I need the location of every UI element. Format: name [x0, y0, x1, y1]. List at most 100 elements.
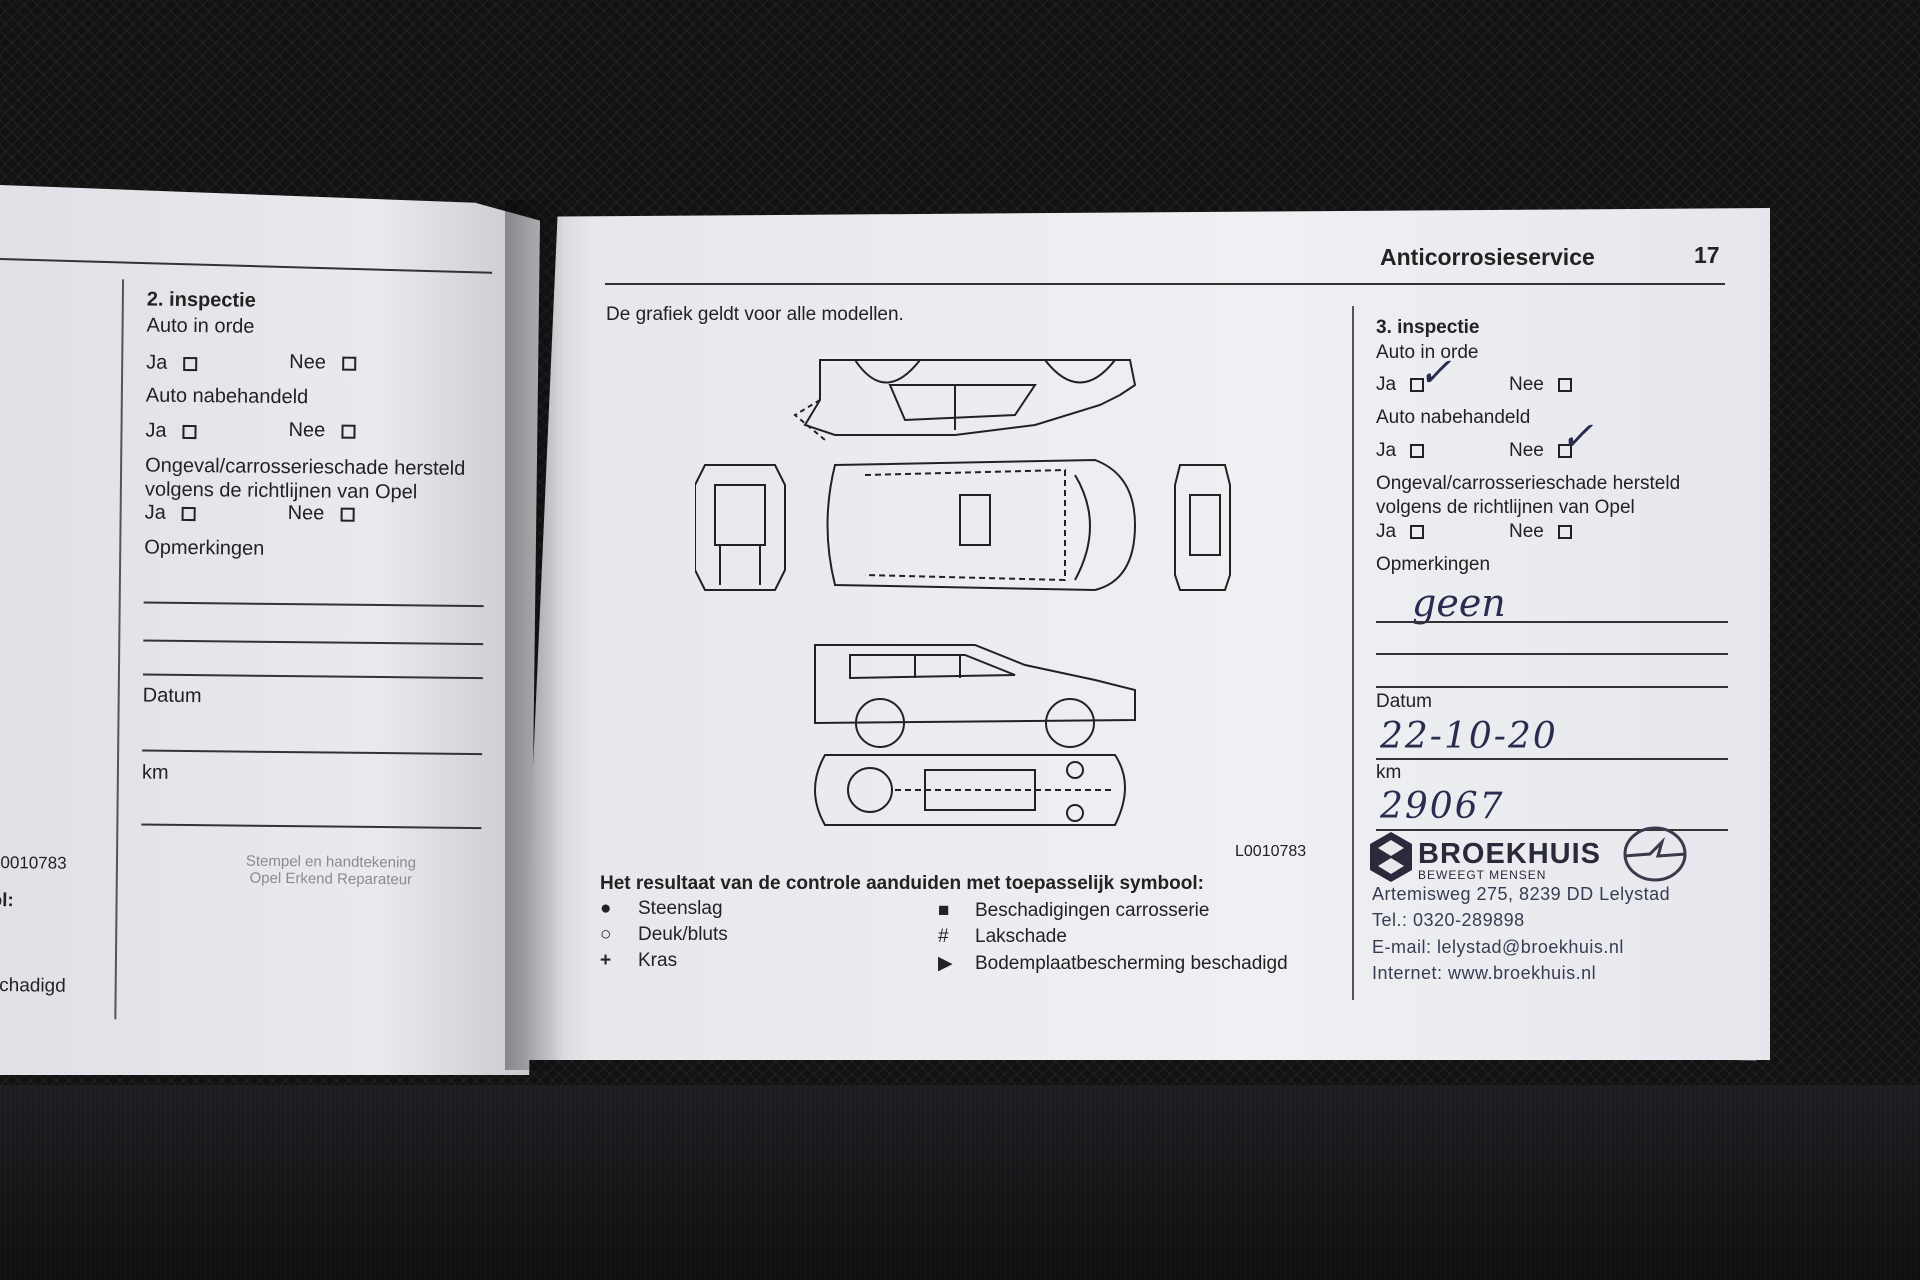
third-date-label: Datum	[1376, 691, 1432, 712]
third-q3-yes[interactable]: Ja	[1376, 521, 1425, 543]
car-damage-diagram	[695, 359, 1231, 826]
checkbox-empty[interactable]	[181, 506, 196, 521]
legend-title: Het resultaat van de controle aanduiden …	[600, 873, 1204, 894]
yes-label: Ja	[1376, 521, 1397, 542]
km-handwritten-value: 29067	[1380, 786, 1505, 827]
handwritten-checkmark-icon: ✓	[1418, 350, 1452, 396]
left-q2-yes[interactable]: Ja	[145, 419, 197, 444]
third-remarks-line-2[interactable]	[1376, 653, 1728, 655]
car-top-view	[826, 458, 1137, 592]
legend-column-1: ●Steenslag ○Deuk/bluts +Kras	[600, 898, 960, 976]
triangle-right-icon: ▶	[938, 953, 953, 974]
legend-item-lakschade: # Lakschade	[938, 926, 1338, 952]
left-km-label: km	[141, 761, 169, 784]
third-remarks-label: Opmerkingen	[1376, 554, 1491, 575]
third-q3-label-1: Ongeval/carrosserieschade hersteld	[1376, 473, 1681, 494]
third-km-line[interactable]	[1376, 829, 1728, 831]
third-remarks-line-1[interactable]	[1376, 621, 1728, 623]
dealer-tel: Tel.: 0320-289898	[1372, 910, 1525, 930]
third-q3-label-2: volgens de richtlijnen van Opel	[1376, 497, 1635, 518]
graphic-note: De grafiek geldt voor alle modellen.	[606, 304, 904, 325]
hash-icon: #	[938, 926, 949, 947]
left-stamp-caption: Stempel en handtekening Opel Erkend Repa…	[201, 852, 461, 889]
third-q2-label: Auto nabehandeld	[1376, 407, 1531, 428]
left-q3-label-1: Ongeval/carrosserieschade hersteld	[145, 454, 466, 480]
third-q1-no[interactable]: Nee	[1509, 374, 1572, 396]
left-q3-yes[interactable]: Ja	[145, 502, 196, 526]
yes-label: Ja	[1376, 440, 1397, 461]
filled-circle-icon: ●	[600, 898, 612, 919]
checkbox-empty[interactable]	[183, 356, 198, 371]
filled-square-icon: ■	[938, 900, 950, 921]
broekhuis-logo-icon	[1370, 832, 1412, 882]
left-fragment-schadigd: schadigd	[0, 974, 66, 997]
opel-logo-icon	[1623, 826, 1687, 882]
checkbox-empty[interactable]	[341, 356, 356, 371]
legend-label: Lakschade	[975, 926, 1067, 947]
left-page	[0, 185, 540, 1075]
yes-label: Ja	[144, 501, 166, 524]
left-fragment-code: L0010783	[0, 852, 67, 873]
checkbox-empty[interactable]	[341, 424, 356, 439]
third-q3-no[interactable]: Nee	[1509, 521, 1572, 543]
right-column-rule	[1352, 306, 1354, 1000]
left-q2-no[interactable]: Nee	[288, 419, 356, 443]
car-underbody-view	[814, 754, 1126, 826]
yes-label: Ja	[146, 351, 168, 374]
car-rear-view	[1174, 464, 1231, 591]
handwritten-checkmark-icon: ✓	[1560, 414, 1594, 460]
left-section-title: 2. inspectie	[146, 288, 256, 312]
dealer-email: E-mail: lelystad@broekhuis.nl	[1372, 937, 1624, 957]
no-label: Nee	[1509, 374, 1544, 395]
yes-label: Ja	[145, 419, 167, 442]
legend-label: Deuk/bluts	[638, 924, 728, 945]
third-section-title: 3. inspectie	[1376, 317, 1480, 338]
third-q2-no[interactable]: Nee	[1509, 440, 1572, 462]
checkbox-empty[interactable]	[182, 424, 197, 439]
checkbox-empty[interactable]	[340, 507, 355, 522]
book-gutter	[505, 200, 565, 1070]
left-page-content: 2. inspectie Auto in orde Ja Nee Auto na…	[0, 0, 1920, 1020]
third-q1-yes[interactable]: Ja	[1376, 374, 1425, 396]
legend-column-2: ■ Beschadigingen carrosserie # Lakschade ▶…	[938, 900, 1338, 978]
checkbox-empty[interactable]	[1557, 377, 1572, 392]
third-km-label: km	[1376, 762, 1402, 783]
dealer-internet: Internet: www.broekhuis.nl	[1372, 963, 1597, 983]
hollow-circle-icon: ○	[600, 924, 612, 945]
stamp-line-2: Opel Erkend Reparateur	[249, 869, 413, 889]
third-q2-yes[interactable]: Ja	[1376, 440, 1425, 462]
remarks-handwritten-value: geen	[1412, 581, 1506, 625]
right-page	[520, 208, 1770, 1060]
no-label: Nee	[1509, 521, 1544, 542]
left-q1-label: Auto in orde	[146, 314, 255, 338]
left-q3-no[interactable]: Nee	[288, 502, 355, 526]
third-remarks-line-3[interactable]	[1376, 686, 1728, 688]
legend-item-steenslag: ● Steenslag	[600, 898, 960, 924]
checkbox-checked[interactable]	[1557, 443, 1572, 458]
car-top-side-view	[793, 359, 1137, 441]
no-label: Nee	[1509, 440, 1544, 461]
dealer-address: Artemisweg 275, 8239 DD Lelystad	[1372, 884, 1671, 904]
left-q1-no[interactable]: Nee	[289, 351, 356, 375]
left-date-label: Datum	[142, 684, 202, 708]
legend-item-deuk: ○ Deuk/bluts	[600, 924, 960, 950]
third-q1-label: Auto in orde	[1376, 342, 1479, 363]
legend-label: Beschadigingen carrosserie	[975, 900, 1210, 921]
no-label: Nee	[289, 351, 327, 374]
header-rule	[605, 283, 1725, 285]
third-date-line[interactable]	[1376, 758, 1728, 760]
legend-item-carrosserie: ■ Beschadigingen carrosserie	[938, 900, 1338, 926]
legend-label: Steenslag	[638, 898, 723, 919]
left-q2-label: Auto nabehandeld	[145, 384, 309, 409]
page-header-title: Anticorrosieservice	[1380, 244, 1595, 270]
checkbox-empty[interactable]	[1410, 524, 1425, 539]
car-side-view	[814, 644, 1136, 748]
no-label: Nee	[287, 502, 325, 525]
date-handwritten-value: 22-10-20	[1380, 716, 1558, 757]
dealer-tagline: BEWEEGT MENSEN	[1418, 868, 1547, 882]
checkbox-empty[interactable]	[1410, 443, 1425, 458]
checkbox-empty[interactable]	[1557, 524, 1572, 539]
left-remarks-label: Opmerkingen	[144, 536, 265, 560]
checkbox-checked[interactable]	[1410, 377, 1425, 392]
left-q1-yes[interactable]: Ja	[146, 351, 198, 376]
